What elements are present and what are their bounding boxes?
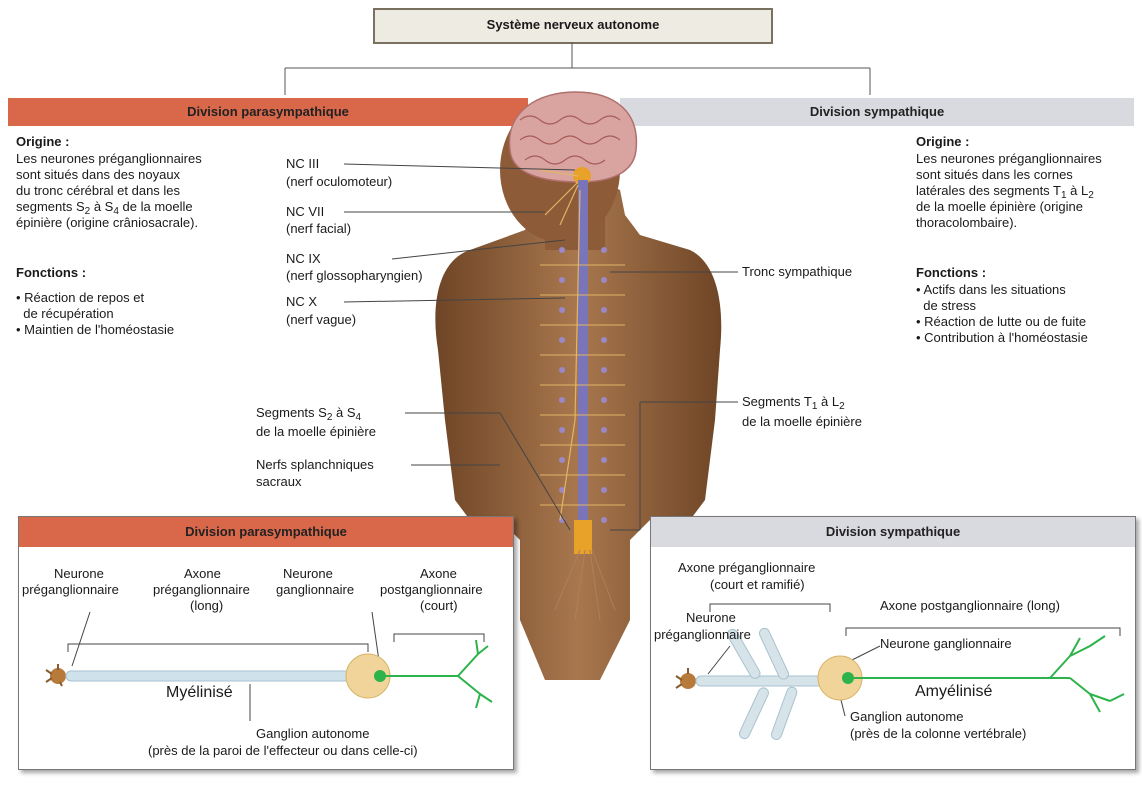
label-segments-t: Segments T1 à L2 — [742, 394, 845, 415]
symp-origin-line-1: Les neurones préganglionnaires — [916, 151, 1102, 167]
label-nc7: NC VII — [286, 204, 324, 220]
symp-amyelin-label: Amyélinisé — [915, 683, 992, 701]
symp-axone-pre-1: Axone préganglionnaire — [678, 560, 815, 576]
para-ganglion-2: (près de la paroi de l'effecteur ou dans… — [148, 743, 418, 759]
para-origin-heading: Origine : — [16, 134, 69, 150]
myelinated-axon — [66, 671, 356, 681]
symp-neurone-gang: Neurone ganglionnaire — [880, 636, 1012, 652]
symp-seg-mid: à L — [1067, 183, 1089, 198]
para-axone-post-1: Axone — [420, 566, 457, 582]
para-axone-pre-3: (long) — [190, 598, 223, 614]
symp-ganglion-2: (près de la colonne vertébrale) — [850, 726, 1026, 742]
symp-axone-pre-2: (court et ramifié) — [710, 577, 805, 593]
para-function-1: • Réaction de repos et — [16, 290, 144, 306]
symp-neurone-pre-2: préganglionnaire — [654, 627, 751, 643]
seg-s-sub2: 4 — [356, 412, 362, 423]
symp-neurone-pre-1: Neurone — [686, 610, 736, 626]
symp-origin-heading: Origine : — [916, 134, 969, 150]
label-nc3-name: (nerf oculomoteur) — [286, 174, 392, 190]
para-origin-line-5: épinière (origine crâniosacrale). — [16, 215, 198, 231]
label-nc9-name: (nerf glossopharyngien) — [286, 268, 423, 284]
para-ganglion-1: Ganglion autonome — [256, 726, 369, 742]
para-axone-post-2: postganglionnaire — [380, 582, 483, 598]
sacral-cord — [574, 520, 592, 554]
symp-origin-line-5: thoracolombaire). — [916, 215, 1017, 231]
para-seg-mid: à S — [90, 199, 113, 214]
para-origin-line-1: Les neurones préganglionnaires — [16, 151, 202, 167]
label-segments-s-line2: de la moelle épinière — [256, 424, 376, 440]
para-origin-line-3: du tronc cérébral et dans les — [16, 183, 180, 199]
para-seg-prefix: segments S — [16, 199, 85, 214]
para-axone-pre-2: préganglionnaire — [153, 582, 250, 598]
label-segments-t-line2: de la moelle épinière — [742, 414, 862, 430]
symp-preganglionic-axon — [696, 627, 826, 741]
symp-function-2: de stress — [916, 298, 976, 314]
para-neurone-gang-2: ganglionnaire — [276, 582, 354, 598]
label-segments-s: Segments S2 à S4 — [256, 405, 361, 426]
para-neurone-gang-1: Neurone — [283, 566, 333, 582]
symp-function-1: • Actifs dans les situations — [916, 282, 1066, 298]
symp-function-4: • Contribution à l'homéostasie — [916, 330, 1088, 346]
symp-ganglion-1: Ganglion autonome — [850, 709, 963, 725]
label-nc9: NC IX — [286, 251, 321, 267]
symp-origin-line-2: sont situés dans les cornes — [916, 167, 1073, 183]
symp-origin-line-4: de la moelle épinière (origine — [916, 199, 1083, 215]
para-seg-suffix: de la moelle — [119, 199, 193, 214]
para-neurone-pre-2: préganglionnaire — [22, 582, 119, 598]
symp-seg-sub2: 2 — [1088, 190, 1094, 201]
label-nc3: NC III — [286, 156, 319, 172]
para-functions-heading: Fonctions : — [16, 265, 86, 281]
symp-function-3: • Réaction de lutte ou de fuite — [916, 314, 1086, 330]
symp-preganglionic-neuron-icon — [680, 673, 696, 689]
para-postganglionic-axon — [384, 640, 492, 708]
seg-t-mid: à L — [817, 394, 839, 409]
para-myelin-label: Myélinisé — [166, 684, 233, 702]
label-splanchnic-1: Nerfs splanchniques — [256, 457, 374, 473]
para-function-3: • Maintien de l'homéostasie — [16, 322, 174, 338]
symp-seg-prefix: latérales des segments T — [916, 183, 1061, 198]
para-function-2: de récupération — [16, 306, 114, 322]
symp-axone-post: Axone postganglionnaire (long) — [880, 598, 1060, 614]
label-nc7-name: (nerf facial) — [286, 221, 351, 237]
para-neurone-pre-1: Neurone — [54, 566, 104, 582]
preganglionic-neuron-icon — [50, 668, 66, 684]
label-nc10: NC X — [286, 294, 317, 310]
seg-t-prefix: Segments T — [742, 394, 812, 409]
para-axone-pre-1: Axone — [184, 566, 221, 582]
label-nc10-name: (nerf vague) — [286, 312, 356, 328]
para-axone-post-3: (court) — [420, 598, 458, 614]
symp-functions-heading: Fonctions : — [916, 265, 986, 281]
para-origin-line-2: sont situés dans des noyaux — [16, 167, 180, 183]
seg-t-sub2: 2 — [839, 401, 845, 412]
label-splanchnic-2: sacraux — [256, 474, 302, 490]
seg-s-mid: à S — [332, 405, 355, 420]
label-tronc-sympathique: Tronc sympathique — [742, 264, 852, 280]
seg-s-prefix: Segments S — [256, 405, 327, 420]
